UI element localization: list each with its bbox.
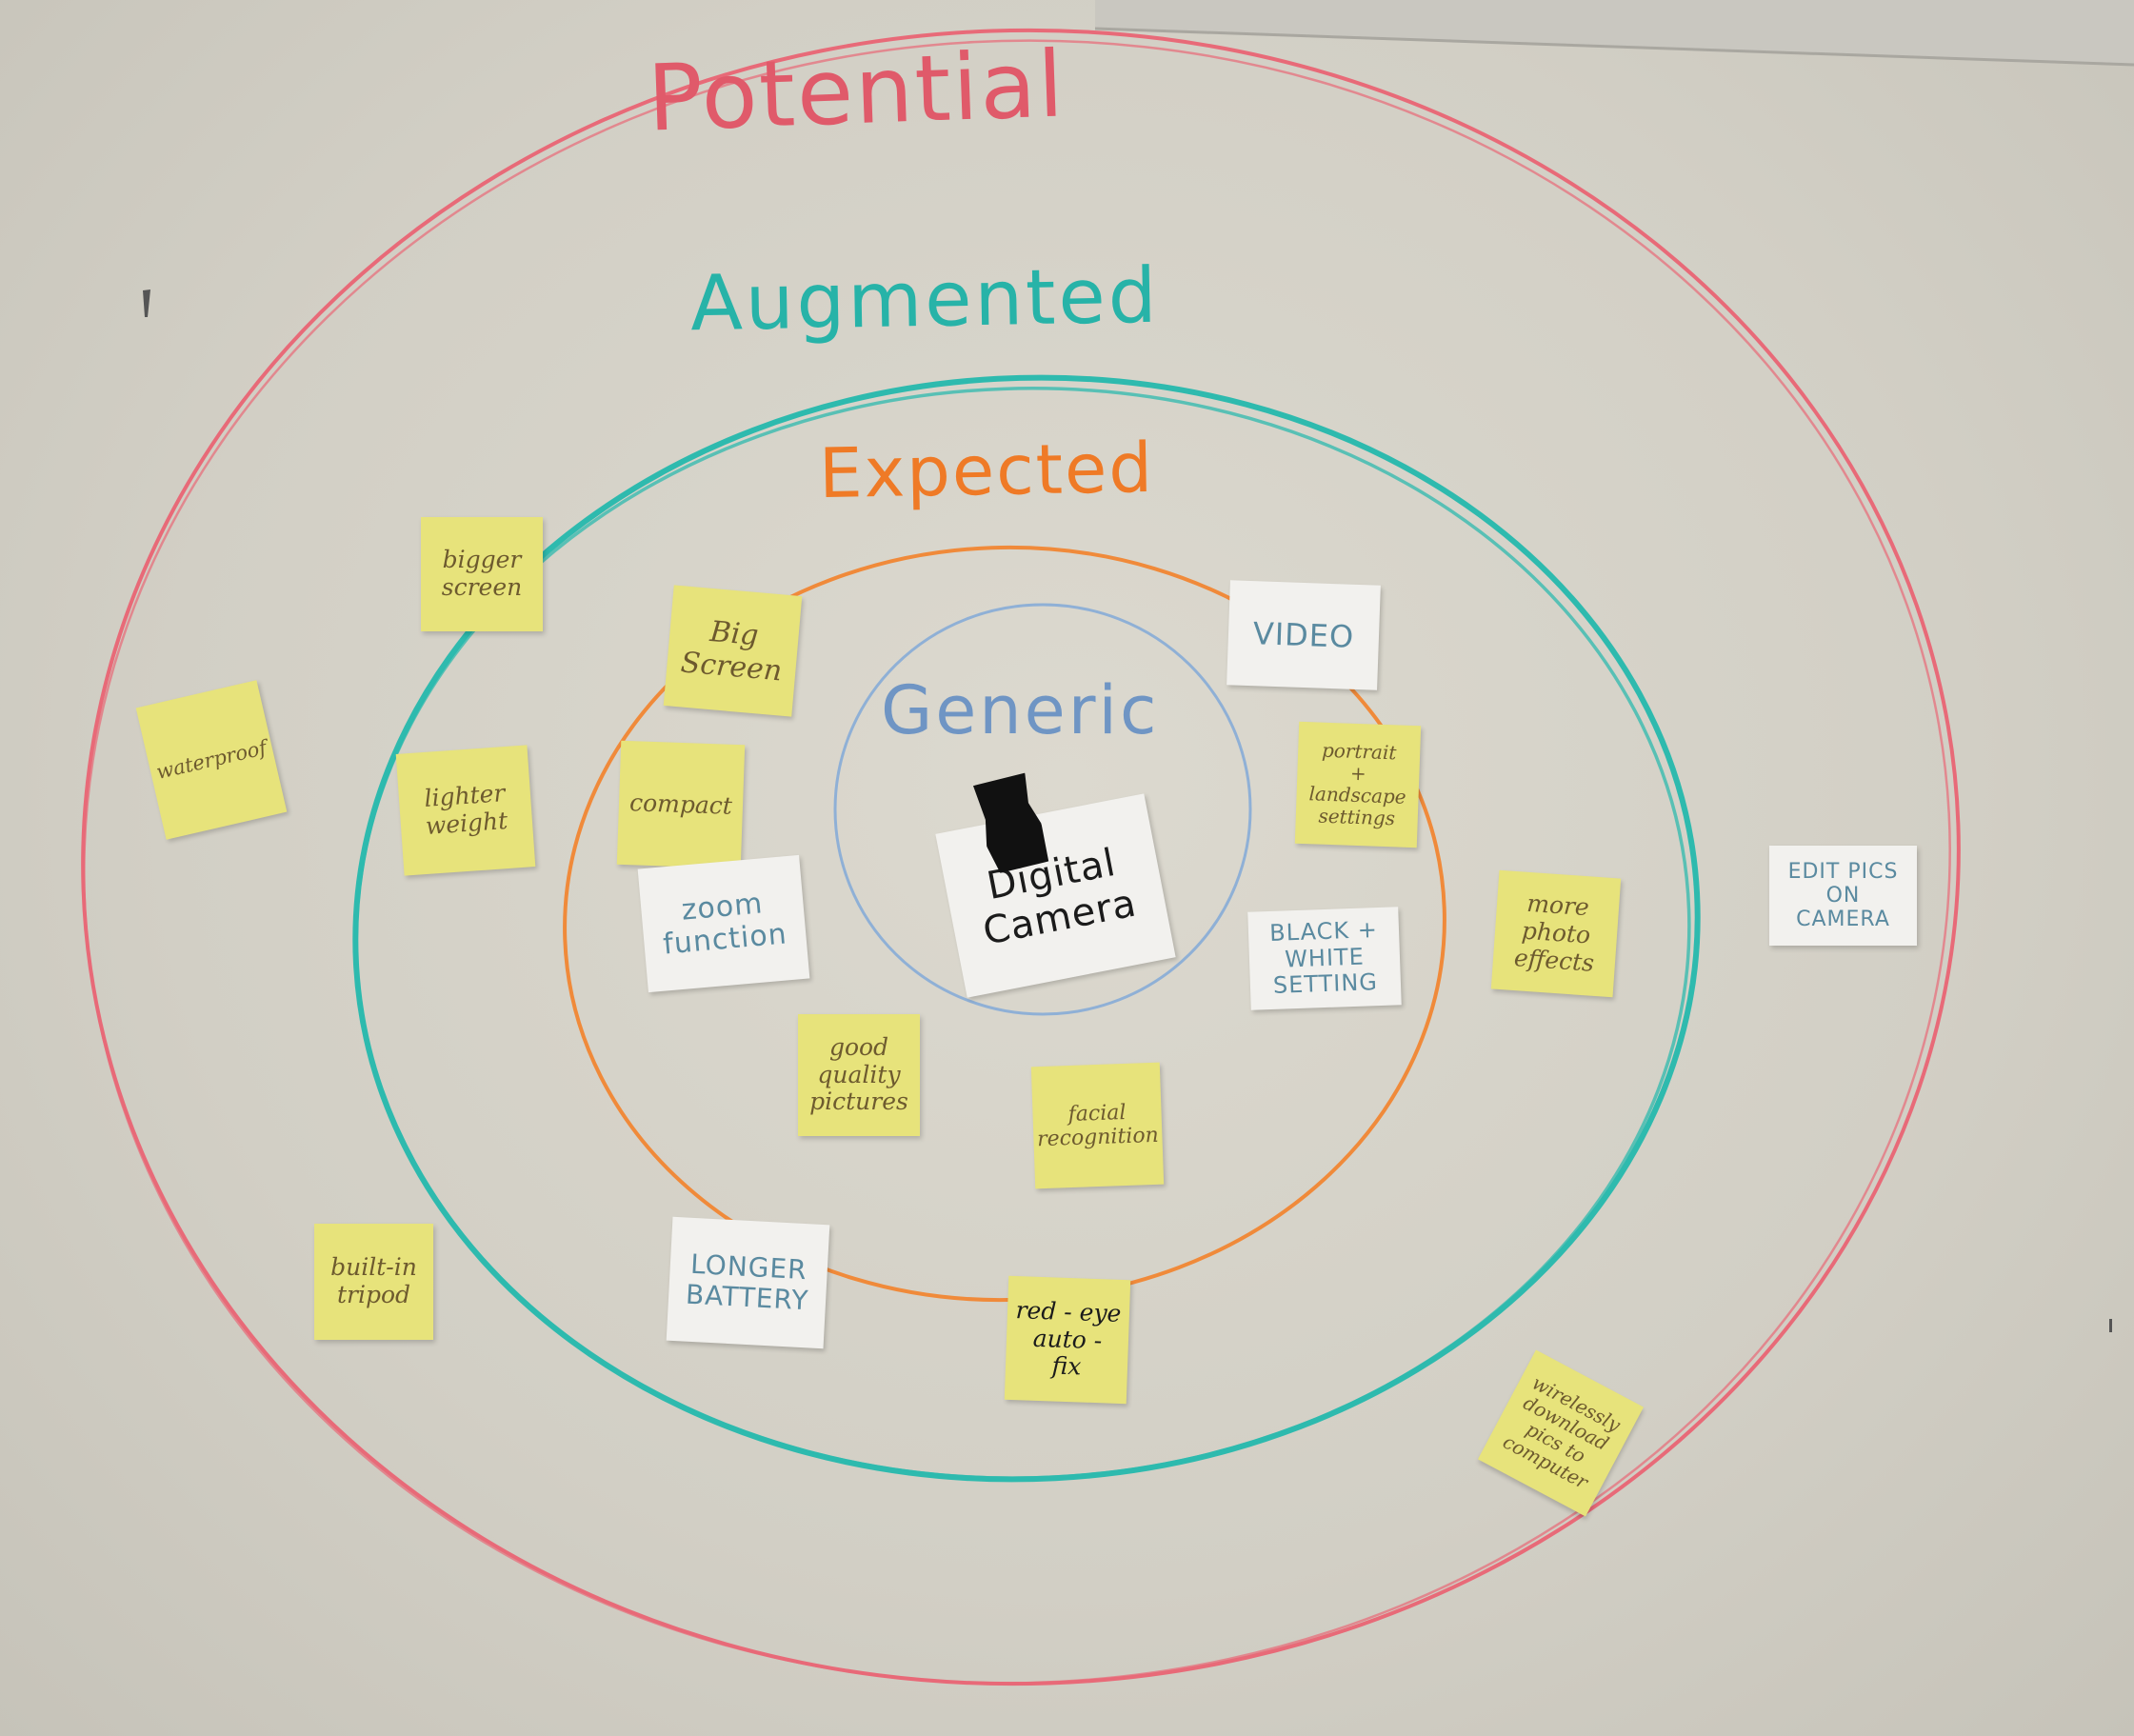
note-text: wirelessly download pics to computer — [1499, 1370, 1625, 1494]
sticky-note-good-quality-pictures: good quality pictures — [798, 1014, 920, 1136]
note-text: waterproof — [153, 735, 269, 784]
ring-label-generic: Generic — [881, 671, 1160, 749]
note-text: BLACK + WHITE SETTING — [1268, 916, 1379, 1000]
note-text: compact — [628, 788, 733, 820]
note-text: EDIT PICS ON CAMERA — [1787, 859, 1899, 932]
ring-label-potential: Potential — [646, 30, 1067, 152]
sticky-note-portrait-landscape-settings: portrait + landscape settings — [1294, 721, 1422, 848]
sticky-note-longer-battery: LONGER BATTERY — [666, 1216, 830, 1349]
note-text: good quality pictures — [809, 1032, 908, 1116]
sticky-note-facial-recognition: facial recognition — [1030, 1062, 1165, 1189]
note-text: zoom function — [661, 886, 788, 962]
sticky-note-big-screen: Big Screen — [663, 585, 803, 717]
ring-generic — [833, 603, 1252, 1016]
sticky-note-red-eye-auto-fix: red - eye auto - fix — [1004, 1275, 1131, 1405]
ring-label-expected: Expected — [818, 427, 1155, 514]
marker-smudges — [143, 289, 2112, 1332]
ring-potential — [81, 28, 1961, 1686]
note-text: VIDEO — [1252, 614, 1355, 655]
sticky-note-black-white-setting: BLACK + WHITE SETTING — [1247, 907, 1402, 1010]
sticky-note-video: VIDEO — [1227, 580, 1381, 690]
ring-augmented — [352, 374, 1701, 1483]
sticky-note-bigger-screen: bigger screen — [421, 517, 543, 631]
note-text: lighter weight — [423, 779, 509, 840]
note-text: more photo effects — [1513, 889, 1596, 977]
whiteboard-rail — [1094, 0, 2134, 67]
sticky-note-more-photo-effects: more photo effects — [1490, 869, 1622, 998]
note-text: Big Screen — [679, 614, 784, 688]
sticky-note-zoom-function: zoom function — [637, 854, 810, 993]
sticky-note-built-in-tripod: built-in tripod — [314, 1224, 433, 1340]
ring-label-augmented: Augmented — [689, 250, 1161, 349]
note-text: LONGER BATTERY — [685, 1247, 810, 1317]
sticky-note-lighter-weight: lighter weight — [395, 745, 536, 876]
sticky-note-compact: compact — [616, 740, 746, 869]
note-text: built-in tripod — [330, 1253, 417, 1308]
note-text: red - eye auto - fix — [1015, 1295, 1122, 1381]
note-text: bigger screen — [441, 546, 523, 601]
note-text: portrait + landscape settings — [1308, 738, 1407, 830]
sticky-note-edit-pics-on-camera: EDIT PICS ON CAMERA — [1769, 846, 1917, 946]
note-text: facial recognition — [1036, 1100, 1160, 1152]
